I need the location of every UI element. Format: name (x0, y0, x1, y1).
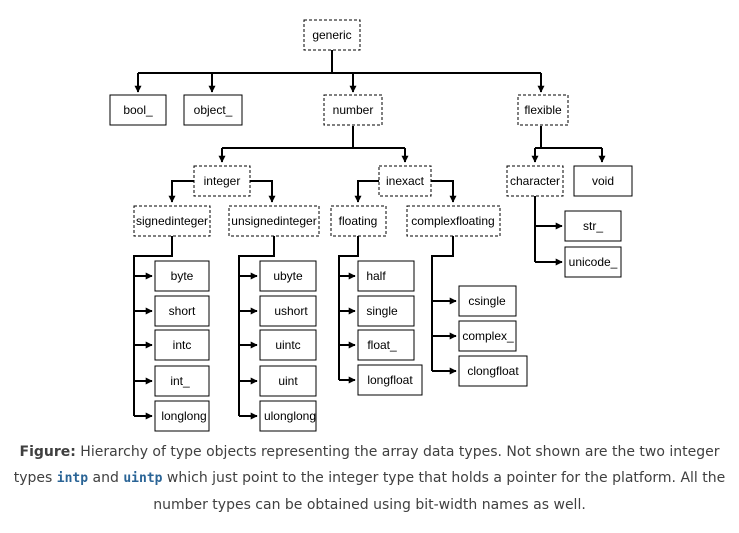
svg-text:csingle: csingle (468, 294, 506, 308)
node-ushort: ushort (259, 295, 317, 327)
node-csingle: csingle (458, 285, 517, 317)
node-generic: generic (303, 19, 361, 51)
node-short: short (154, 295, 210, 327)
svg-text:void: void (592, 174, 614, 188)
figure-caption: Figure: Hierarchy of type objects repres… (10, 439, 729, 518)
caption-label: Figure: (19, 444, 76, 460)
svg-text:longfloat: longfloat (367, 373, 413, 387)
node-signedinteger: signedinteger (133, 205, 211, 237)
svg-text:character: character (510, 174, 560, 188)
node-number: number (323, 94, 383, 126)
node-complexfloating: complexfloating (406, 205, 501, 237)
svg-text:half: half (366, 269, 386, 283)
node-unsignedinteger: unsignedinteger (228, 205, 320, 237)
svg-text:flexible: flexible (524, 103, 562, 117)
node-ulonglong: ulonglong (259, 400, 317, 432)
caption-code-intp: intp (56, 471, 89, 486)
node-object: object_ (183, 94, 243, 126)
type-hierarchy-diagram: generic bool_ object_ number flexible in… (109, 19, 633, 432)
svg-text:intc: intc (173, 338, 192, 352)
svg-text:signedinteger: signedinteger (136, 214, 208, 228)
svg-text:int_: int_ (170, 374, 190, 388)
caption-text-3: which just point to the integer type tha… (153, 470, 726, 513)
node-flexible: flexible (517, 94, 569, 126)
node-longlong: longlong (154, 400, 210, 432)
svg-text:inexact: inexact (386, 174, 425, 188)
svg-text:complexfloating: complexfloating (411, 214, 494, 228)
svg-text:integer: integer (204, 174, 241, 188)
node-unicode: unicode_ (564, 246, 622, 278)
node-half: half (357, 260, 415, 292)
node-uint: uint (259, 365, 317, 397)
node-float: float_ (357, 329, 415, 361)
node-void: void (573, 165, 633, 197)
node-longfloat: longfloat (357, 364, 423, 396)
svg-text:ushort: ushort (274, 304, 308, 318)
node-integer: integer (193, 165, 251, 197)
svg-text:uint: uint (278, 374, 298, 388)
svg-text:number: number (333, 103, 374, 117)
svg-text:ubyte: ubyte (273, 269, 303, 283)
node-character: character (506, 165, 564, 197)
svg-text:str_: str_ (583, 219, 603, 233)
svg-text:floating: floating (339, 214, 378, 228)
node-single: single (357, 295, 415, 327)
svg-text:unsignedinteger: unsignedinteger (231, 214, 316, 228)
caption-code-uintp: uintp (123, 471, 163, 486)
node-byte: byte (154, 260, 210, 292)
svg-text:short: short (169, 304, 196, 318)
svg-text:generic: generic (312, 28, 351, 42)
node-uintc: uintc (259, 329, 317, 361)
caption-text-1: Hierarchy of type objects representing t… (13, 444, 720, 486)
svg-text:byte: byte (171, 269, 194, 283)
node-intc: intc (154, 329, 210, 361)
svg-text:float_: float_ (367, 338, 397, 352)
svg-text:uintc: uintc (275, 338, 300, 352)
svg-text:unicode_: unicode_ (569, 255, 618, 269)
node-floating: floating (330, 205, 387, 237)
svg-text:single: single (366, 304, 398, 318)
svg-text:longlong: longlong (161, 409, 206, 423)
svg-text:clongfloat: clongfloat (467, 364, 519, 378)
caption-text-2: and (88, 470, 124, 486)
node-str: str_ (564, 210, 622, 242)
node-clongfloat: clongfloat (458, 355, 528, 387)
node-inexact: inexact (378, 165, 432, 197)
svg-text:bool_: bool_ (123, 103, 153, 117)
node-int: int_ (154, 365, 210, 397)
svg-text:object_: object_ (194, 103, 233, 117)
svg-text:ulonglong: ulonglong (264, 409, 316, 423)
connectors (133, 50, 606, 420)
node-ubyte: ubyte (259, 260, 317, 292)
svg-text:complex_: complex_ (462, 329, 514, 343)
node-complex: complex_ (458, 320, 517, 352)
node-bool: bool_ (109, 94, 167, 126)
